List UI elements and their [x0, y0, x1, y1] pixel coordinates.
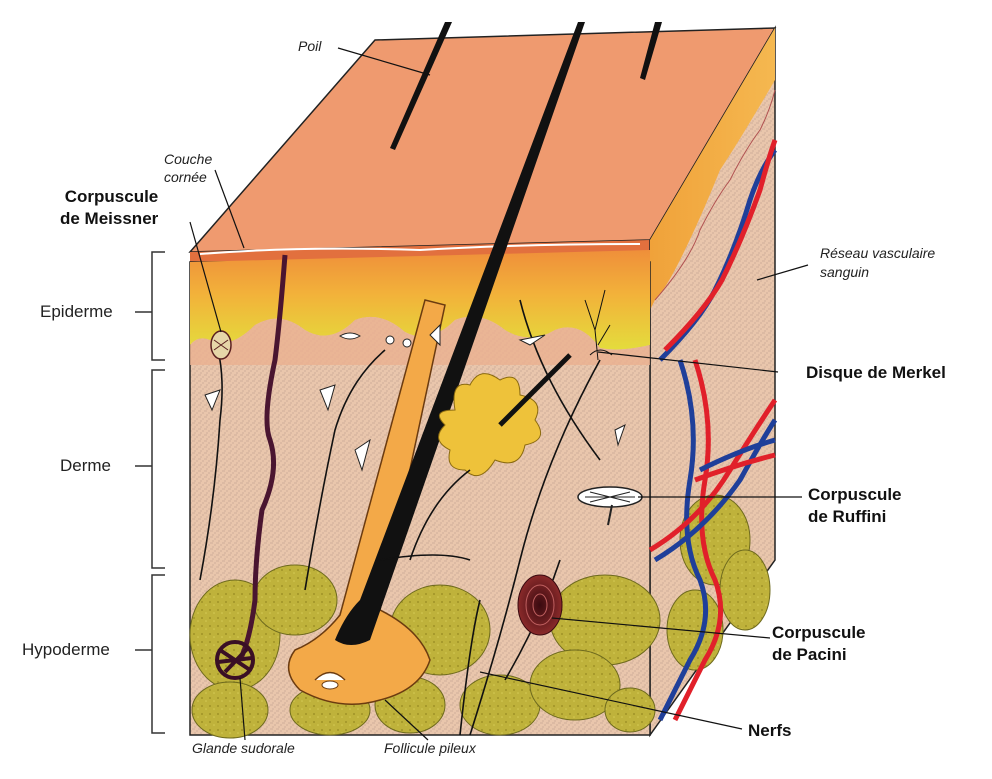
dermal-inclusions [204, 323, 626, 472]
sweat-gland-duct [237, 254, 288, 662]
label-meissner-line1: Corpuscule [64, 187, 159, 206]
label-hypoderme: Hypoderme [22, 640, 110, 659]
sweat-gland-coil [215, 640, 255, 680]
label-reseau-line1: Réseau vasculaire [820, 245, 936, 261]
label-meissner-line2: de Meissner [60, 209, 159, 228]
label-meissner: Corpuscule de Meissner [60, 186, 158, 230]
label-nerfs: Nerfs [748, 721, 792, 740]
hair-shaft-2 [390, 22, 452, 150]
label-merkel: Disque de Merkel [806, 363, 946, 382]
hair-shaft-3 [640, 22, 662, 80]
label-glande-sudorale: Glande sudorale [192, 740, 295, 756]
vascular-network [648, 139, 778, 722]
label-reseau-line2: sanguin [820, 264, 870, 280]
epidermis-layer [190, 250, 650, 350]
label-ruffini: Corpuscule de Ruffini [808, 484, 902, 528]
label-follicule-pileux: Follicule pileux [384, 740, 476, 756]
label-pacini: Corpuscule de Pacini [772, 622, 866, 666]
label-poil: Poil [298, 38, 322, 54]
label-derme: Derme [60, 456, 112, 475]
label-couche-line2: cornée [164, 169, 207, 185]
sebaceous-gland [438, 373, 542, 477]
label-couche-line1: Couche [164, 151, 213, 167]
pacinian-corpuscle [517, 574, 563, 636]
label-epiderme: Epiderme [40, 302, 113, 321]
hair-follicle [287, 299, 446, 705]
ruffini-corpuscle [577, 486, 643, 526]
label-pacini-line1: Corpuscule [772, 623, 866, 642]
label-ruffini-line2: de Ruffini [808, 507, 887, 526]
label-ruffini-line1: Corpuscule [808, 485, 902, 504]
label-reseau-vasculaire: Réseau vasculaire sanguin [820, 244, 935, 282]
hair-shaft-main [335, 22, 585, 645]
label-pacini-line2: de Pacini [772, 645, 847, 664]
label-couche-cornee: Couche cornée [164, 150, 212, 186]
layer-brackets [135, 251, 165, 734]
leader-lines [189, 47, 809, 741]
hypodermis-fat [189, 494, 771, 739]
